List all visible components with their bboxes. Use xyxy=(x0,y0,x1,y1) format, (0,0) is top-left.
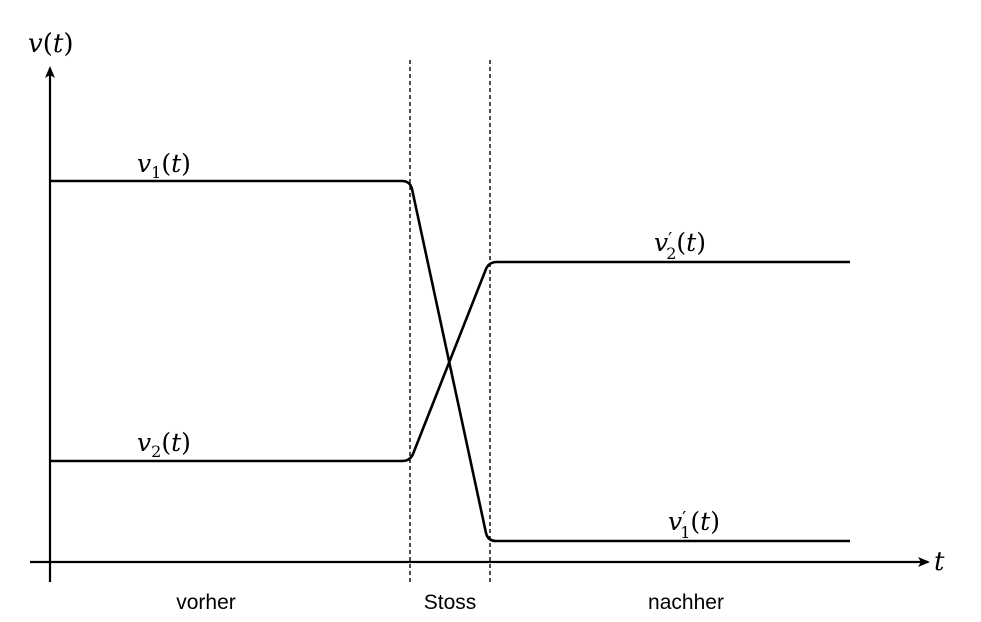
label-v2-prime: v′2(t) xyxy=(654,228,706,263)
curve-v2 xyxy=(50,260,850,463)
phase-label-after: nachher xyxy=(648,591,724,614)
label-v1-prime: v′1(t) xyxy=(668,507,720,542)
label-v1: v1(t) xyxy=(137,149,191,182)
y-axis-label: v(t) xyxy=(28,29,73,59)
phase-label-before: vorher xyxy=(176,591,236,614)
x-axis-label: t xyxy=(934,547,945,577)
phase-label-collision: Stoss xyxy=(424,591,477,614)
label-v2: v2(t) xyxy=(137,428,191,461)
